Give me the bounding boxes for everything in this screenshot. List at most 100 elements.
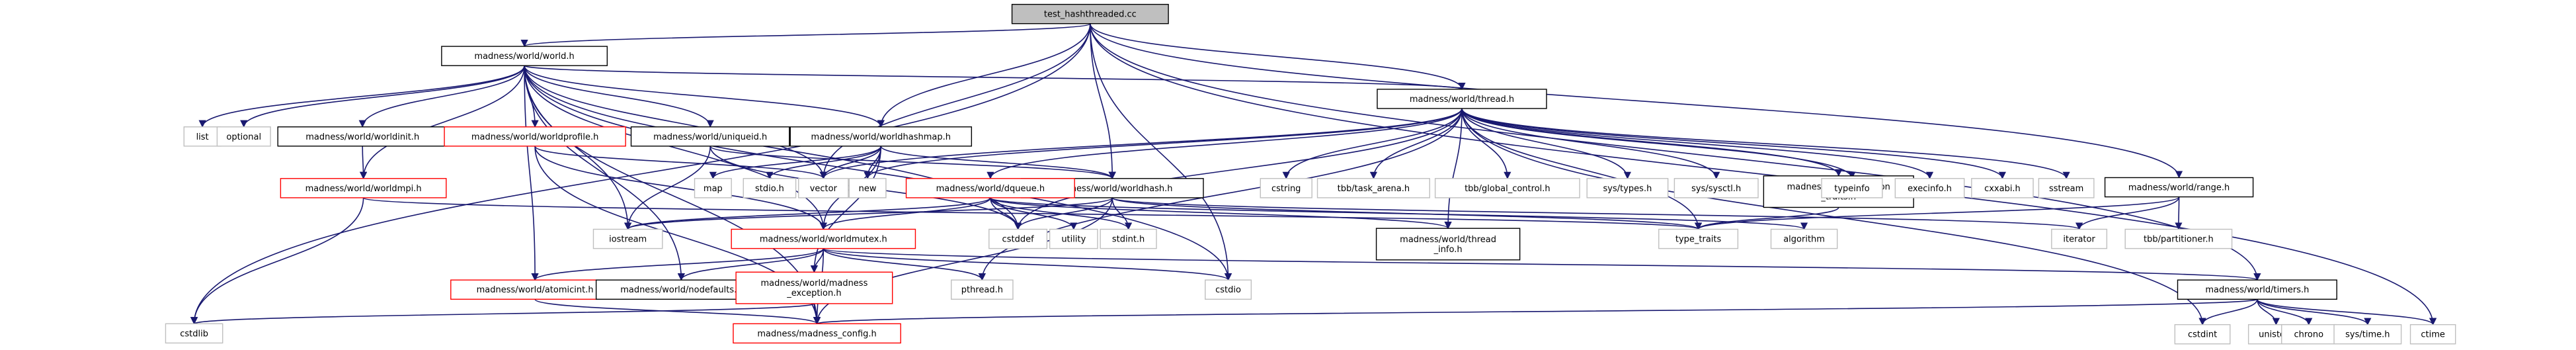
- node-range[interactable]: madness/world/range.h: [2104, 177, 2254, 198]
- node-box-stdint: [1100, 228, 1157, 249]
- node-world[interactable]: madness/world/world.h: [441, 46, 608, 66]
- edge-world-to-cstddef: [524, 66, 1022, 230]
- node-box-vector: [798, 178, 849, 198]
- edge-dqueue-to-threadinfo: [990, 197, 1452, 230]
- node-label-thread: madness/world/thread.h: [1410, 95, 1514, 105]
- node-threadinfo[interactable]: madness/world/thread_info.h: [1375, 228, 1521, 261]
- edge-timers-to-ctime: [2257, 298, 2437, 326]
- edge-uniqueid-to-iostream: [624, 146, 711, 230]
- node-label-worldmpi: madness/world/worldmpi.h: [305, 184, 422, 194]
- edge-worldhash-to-cstddef: [1014, 197, 1113, 230]
- edge-root-to-cstdlib: [190, 23, 1091, 325]
- node-box-cxxabi: [1971, 178, 2034, 198]
- node-label-syssysctl: sys/sysctl.h: [1691, 184, 1741, 194]
- edge-worldmutex-to-cstdio: [823, 247, 1232, 281]
- edge-functiontraits-to-typetraits: [1695, 206, 1839, 230]
- node-worldhashmap[interactable]: madness/world/worldhashmap.h: [789, 126, 973, 147]
- node-iterator: iterator: [2051, 228, 2108, 249]
- node-atomicint[interactable]: madness/world/atomicint.h: [450, 279, 620, 300]
- edge-root-to-vector: [819, 23, 1091, 179]
- node-label-worldprofile: madness/world/worldprofile.h: [471, 132, 598, 142]
- edge-worldmutex-to-pthread: [823, 248, 986, 281]
- edge-thread-to-typeinfo: [1461, 108, 1856, 179]
- node-box-map: [694, 178, 732, 198]
- node-timers[interactable]: madness/world/timers.h: [2177, 279, 2337, 300]
- edge-thread-to-taskarena: [1369, 108, 1463, 179]
- node-box-ctime: [2409, 324, 2456, 345]
- node-box-cstddef: [988, 228, 1048, 249]
- node-box-execinfo: [1894, 178, 1965, 198]
- node-label-madexc: madness/world/madness_exception.h: [760, 279, 867, 298]
- edge-root-to-ctime: [1090, 23, 2437, 326]
- node-cstddef: cstddef: [988, 228, 1048, 249]
- edge-dqueue-to-worldmutex: [819, 197, 991, 230]
- node-label-cstddef: cstddef: [1002, 235, 1035, 245]
- node-box-optional: [216, 126, 271, 147]
- node-box-dqueue: [905, 178, 1075, 198]
- node-syssysctl: sys/sysctl.h: [1673, 178, 1759, 198]
- node-sstream: sstream: [2038, 178, 2095, 198]
- node-label-cstdint: cstdint: [2188, 330, 2217, 340]
- node-label-cxxabi: cxxabi.h: [1984, 184, 2021, 194]
- node-box-worldmpi: [280, 178, 447, 198]
- node-label-typetraits: type_traits: [1675, 235, 1722, 245]
- edge-dqueue-to-stdint: [990, 197, 1133, 230]
- node-label-utility: utility: [1061, 235, 1086, 245]
- node-cstring: cstring: [1260, 178, 1312, 198]
- node-taskarena: tbb/task_arena.h: [1316, 178, 1430, 198]
- node-cstdlib: cstdlib: [165, 323, 223, 344]
- node-box-thread: [1377, 89, 1547, 109]
- node-worldprofile[interactable]: madness/world/worldprofile.h: [444, 126, 626, 147]
- node-label-cstring: cstring: [1271, 184, 1301, 194]
- edge-world-to-worldinit: [358, 66, 525, 128]
- edge-world-to-worldmpi: [360, 66, 525, 179]
- edge-worldprofile-to-worldmutex: [534, 146, 827, 230]
- node-box-atomicint: [450, 279, 620, 300]
- node-madexc[interactable]: madness/world/madness_exception.h: [735, 271, 893, 304]
- node-box-cstdint: [2174, 324, 2231, 345]
- node-map: map: [694, 178, 732, 198]
- node-box-timers: [2177, 279, 2337, 300]
- edge-worldmutex-to-nodefaults: [677, 248, 825, 281]
- node-uniqueid[interactable]: madness/world/uniqueid.h: [630, 126, 790, 147]
- node-label-optional: optional: [226, 132, 261, 142]
- node-dqueue[interactable]: madness/world/dqueue.h: [905, 178, 1075, 198]
- node-box-systime: [2333, 324, 2402, 345]
- node-label-execinfo: execinfo.h: [1908, 184, 1952, 194]
- node-thread[interactable]: madness/world/thread.h: [1377, 89, 1547, 109]
- edge-dqueue-to-utility: [990, 197, 1078, 230]
- edge-thread-to-new: [864, 108, 1463, 179]
- node-systypes: sys/types.h: [1586, 178, 1669, 198]
- node-execinfo: execinfo.h: [1894, 178, 1965, 198]
- node-label-dqueue: madness/world/dqueue.h: [936, 184, 1045, 194]
- node-worldmutex[interactable]: madness/world/worldmutex.h: [731, 228, 916, 249]
- node-cstdint: cstdint: [2174, 324, 2231, 345]
- edge-thread-to-dqueue: [986, 108, 1463, 179]
- node-box-chrono: [2281, 324, 2337, 345]
- edge-worldhash-to-typetraits: [1111, 197, 1702, 230]
- edge-worldprofile-to-vector: [534, 146, 827, 179]
- node-root[interactable]: test_hashthreaded.cc: [1011, 3, 1169, 24]
- node-box-worldhashmap: [789, 126, 973, 147]
- node-label-globalcontrol: tbb/global_control.h: [1465, 184, 1550, 194]
- node-label-systime: sys/time.h: [2345, 330, 2390, 340]
- node-worldinit[interactable]: madness/world/worldinit.h: [277, 126, 448, 147]
- node-label-partitioner: tbb/partitioner.h: [2144, 235, 2214, 245]
- node-config[interactable]: madness/madness_config.h: [733, 323, 901, 344]
- node-label-cstdio: cstdio: [1215, 285, 1241, 295]
- node-vector: vector: [798, 178, 849, 198]
- node-label-iostream: iostream: [609, 235, 647, 245]
- node-box-worldprofile: [444, 126, 626, 147]
- node-typetraits: type_traits: [1658, 228, 1739, 249]
- node-label-uniqueid: madness/world/uniqueid.h: [653, 132, 767, 142]
- node-label-cstdlib: cstdlib: [180, 329, 208, 339]
- node-worldmpi[interactable]: madness/world/worldmpi.h: [280, 178, 447, 198]
- edge-world-to-nodefaults: [524, 66, 685, 281]
- node-box-algorithm: [1770, 228, 1838, 249]
- edge-worldmpi-to-cstdlib: [190, 197, 364, 325]
- edge-worldhashmap-to-worldhash: [880, 146, 1116, 179]
- node-box-sstream: [2038, 178, 2095, 198]
- node-label-systypes: sys/types.h: [1603, 184, 1652, 194]
- edge-range-to-iterator: [2075, 197, 2180, 230]
